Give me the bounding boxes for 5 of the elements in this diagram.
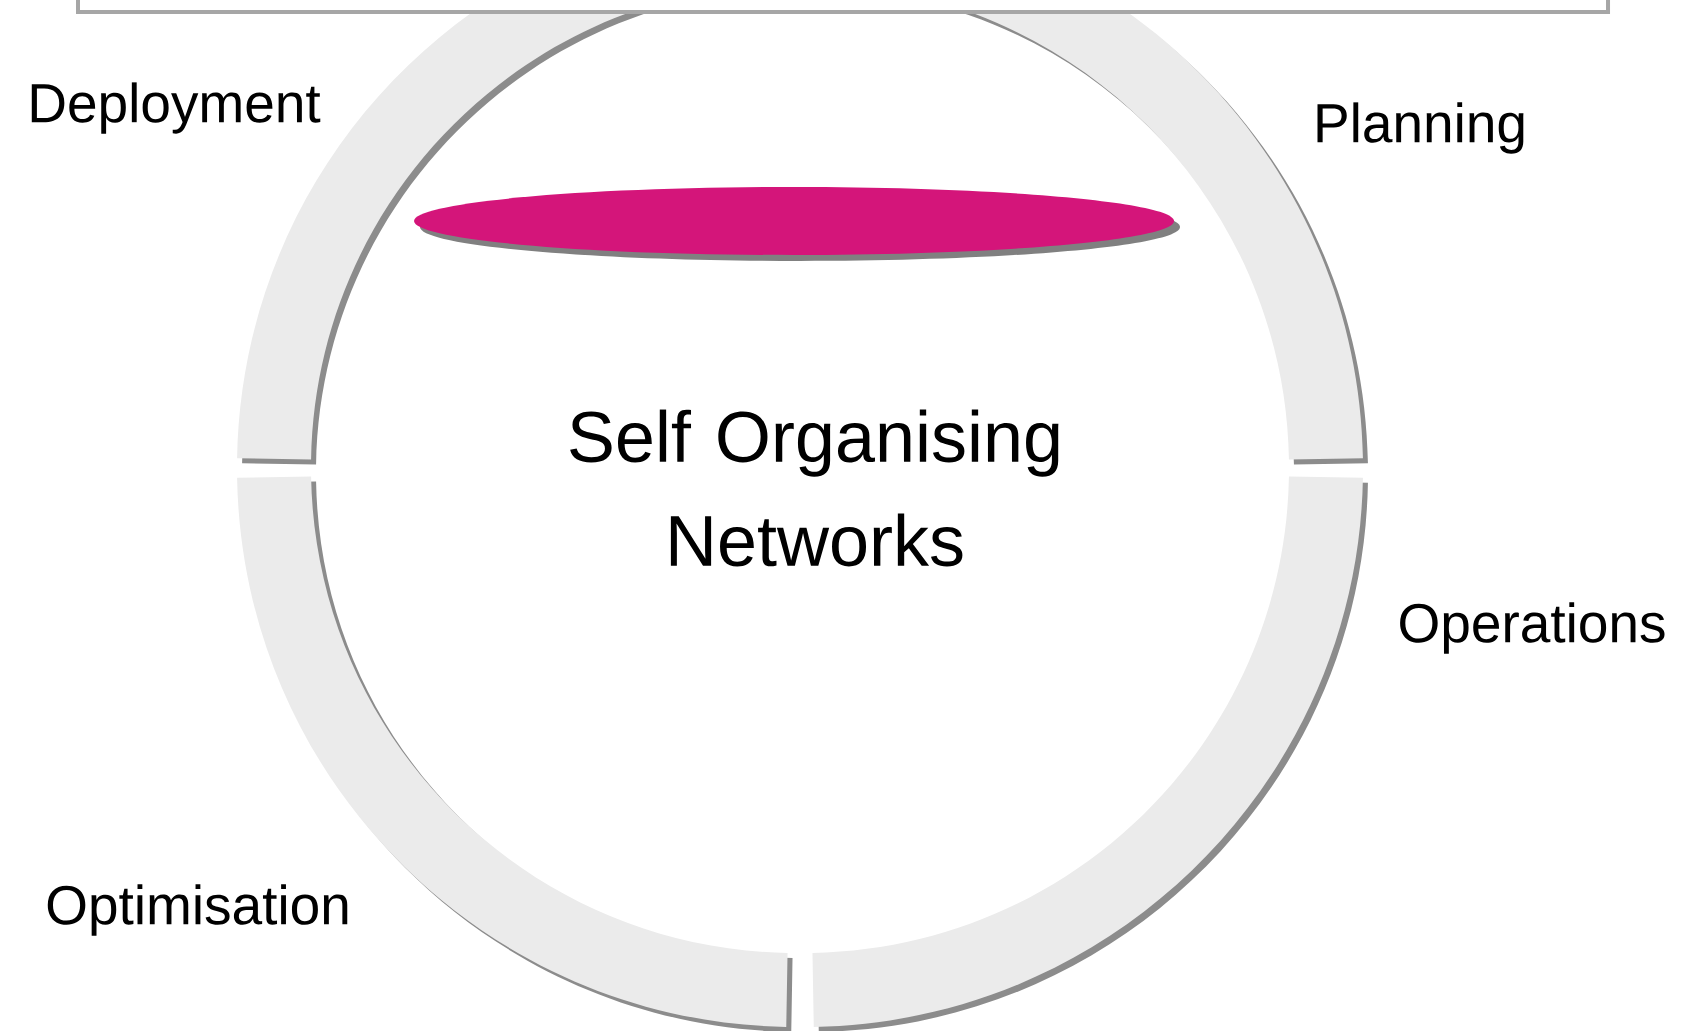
label: Operations (1400, 602, 1665, 654)
label: Deployment (31, 82, 321, 134)
label: Self Organising Networks (570, 409, 1059, 567)
label: Optimisation (47, 884, 348, 936)
label: Planning (1317, 102, 1524, 154)
